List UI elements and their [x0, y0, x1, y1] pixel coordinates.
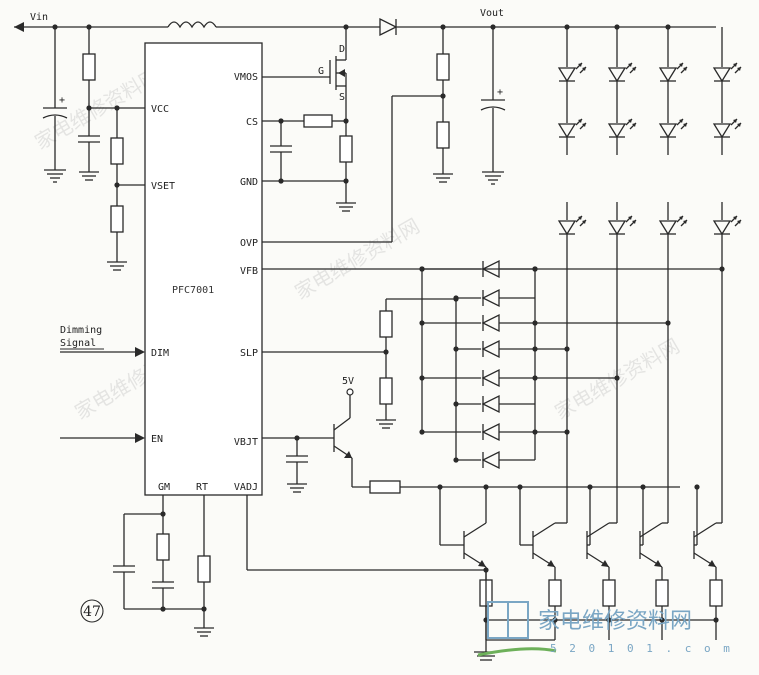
pin-rt: RT — [196, 482, 208, 493]
current-sink — [693, 484, 723, 640]
feedback-diode — [453, 450, 535, 470]
led-icon — [607, 62, 637, 83]
svg-text:+: + — [497, 87, 503, 98]
led-icon — [557, 215, 587, 236]
led-string — [607, 27, 637, 520]
current-sink — [517, 484, 568, 640]
background-watermarks: 家电维修资料网 家电维修资料网 家电维修资料网 家电维修资料网 — [31, 64, 684, 425]
mosfet-drain-label: D — [339, 44, 345, 55]
pin-ovp: OVP — [240, 238, 258, 249]
watermark-text: 家电维修资料网 — [538, 609, 692, 634]
vout-label: Vout — [480, 8, 504, 19]
supply-terminal-icon — [346, 388, 354, 396]
led-icon — [557, 62, 587, 83]
vin-arrow-icon — [14, 22, 24, 32]
figure-number-text: 47 — [83, 604, 101, 620]
dimming-label-line1: Dimming — [60, 325, 102, 336]
vin-label: Vin — [30, 12, 48, 23]
led-string — [712, 27, 742, 520]
pin-vadj: VADJ — [234, 482, 258, 493]
dim-input: Dimming Signal — [60, 325, 145, 443]
vcc-network — [78, 27, 145, 271]
pin-vbjt: VBJT — [234, 437, 258, 448]
figure-number: 47 — [80, 599, 104, 623]
led-icon — [712, 215, 742, 236]
pin-gm: GM — [158, 482, 170, 493]
output-divider: + — [262, 27, 506, 243]
feedback-diode — [453, 394, 535, 414]
pin-vset: VSET — [151, 181, 175, 192]
current-sink — [437, 484, 493, 640]
chip-name: PFC7001 — [172, 285, 214, 296]
watermark-logo: 家电维修资料网 5 2 0 1 0 1 . c o m — [477, 601, 733, 657]
inductor — [167, 21, 217, 29]
ghost-watermark: 家电维修资料网 — [291, 214, 424, 305]
led-string — [658, 27, 688, 520]
led-icon — [712, 62, 742, 83]
output-diode — [379, 17, 398, 37]
mosfet-source-label: S — [339, 92, 345, 103]
arrow-right-icon — [135, 433, 145, 443]
gm-rt-network — [113, 495, 486, 637]
pin-vcc: VCC — [151, 104, 169, 115]
current-sink — [586, 484, 618, 640]
watermark-url: 5 2 0 1 0 1 . c o m — [550, 642, 733, 655]
led-strings — [557, 27, 742, 520]
vin-rail: Vin Vout — [14, 8, 716, 37]
pin-dim: DIM — [151, 348, 169, 359]
input-capacitor: + — [42, 27, 68, 183]
led-icon — [658, 62, 688, 83]
led-string — [557, 27, 587, 520]
pin-cs: CS — [246, 117, 258, 128]
dimming-label-line2: Signal — [60, 338, 96, 349]
feedback-diode — [419, 259, 538, 279]
current-sink — [639, 484, 669, 640]
bias-transistor: 5V — [262, 376, 680, 494]
feedback-diode — [419, 422, 570, 442]
ghost-watermark: 家电维修资料网 — [31, 64, 164, 155]
five-volt-label: 5V — [342, 376, 354, 387]
current-sink-transistors — [437, 484, 723, 661]
led-icon — [712, 118, 742, 139]
pin-en: EN — [151, 434, 163, 445]
mosfet-gate-label: G — [318, 66, 324, 77]
led-icon — [658, 215, 688, 236]
pin-vmos: VMOS — [234, 72, 258, 83]
current-sense-network — [262, 114, 356, 212]
power-mosfet: D G S — [262, 27, 347, 120]
feedback-diode — [419, 313, 671, 333]
pin-gnd: GND — [240, 177, 258, 188]
arrow-right-icon — [135, 347, 145, 357]
led-icon — [658, 118, 688, 139]
pin-vfb: VFB — [240, 266, 258, 277]
feedback-diode — [453, 339, 570, 359]
led-icon — [607, 118, 637, 139]
feedback-diode — [453, 288, 535, 308]
led-icon — [607, 215, 637, 236]
pin-slp: SLP — [240, 348, 258, 359]
svg-text:+: + — [59, 95, 65, 106]
led-icon — [557, 118, 587, 139]
controller-chip: PFC7001 VCC VSET DIM EN VMOS CS GND OVP … — [144, 42, 263, 496]
feedback-diode-matrix — [262, 259, 725, 470]
